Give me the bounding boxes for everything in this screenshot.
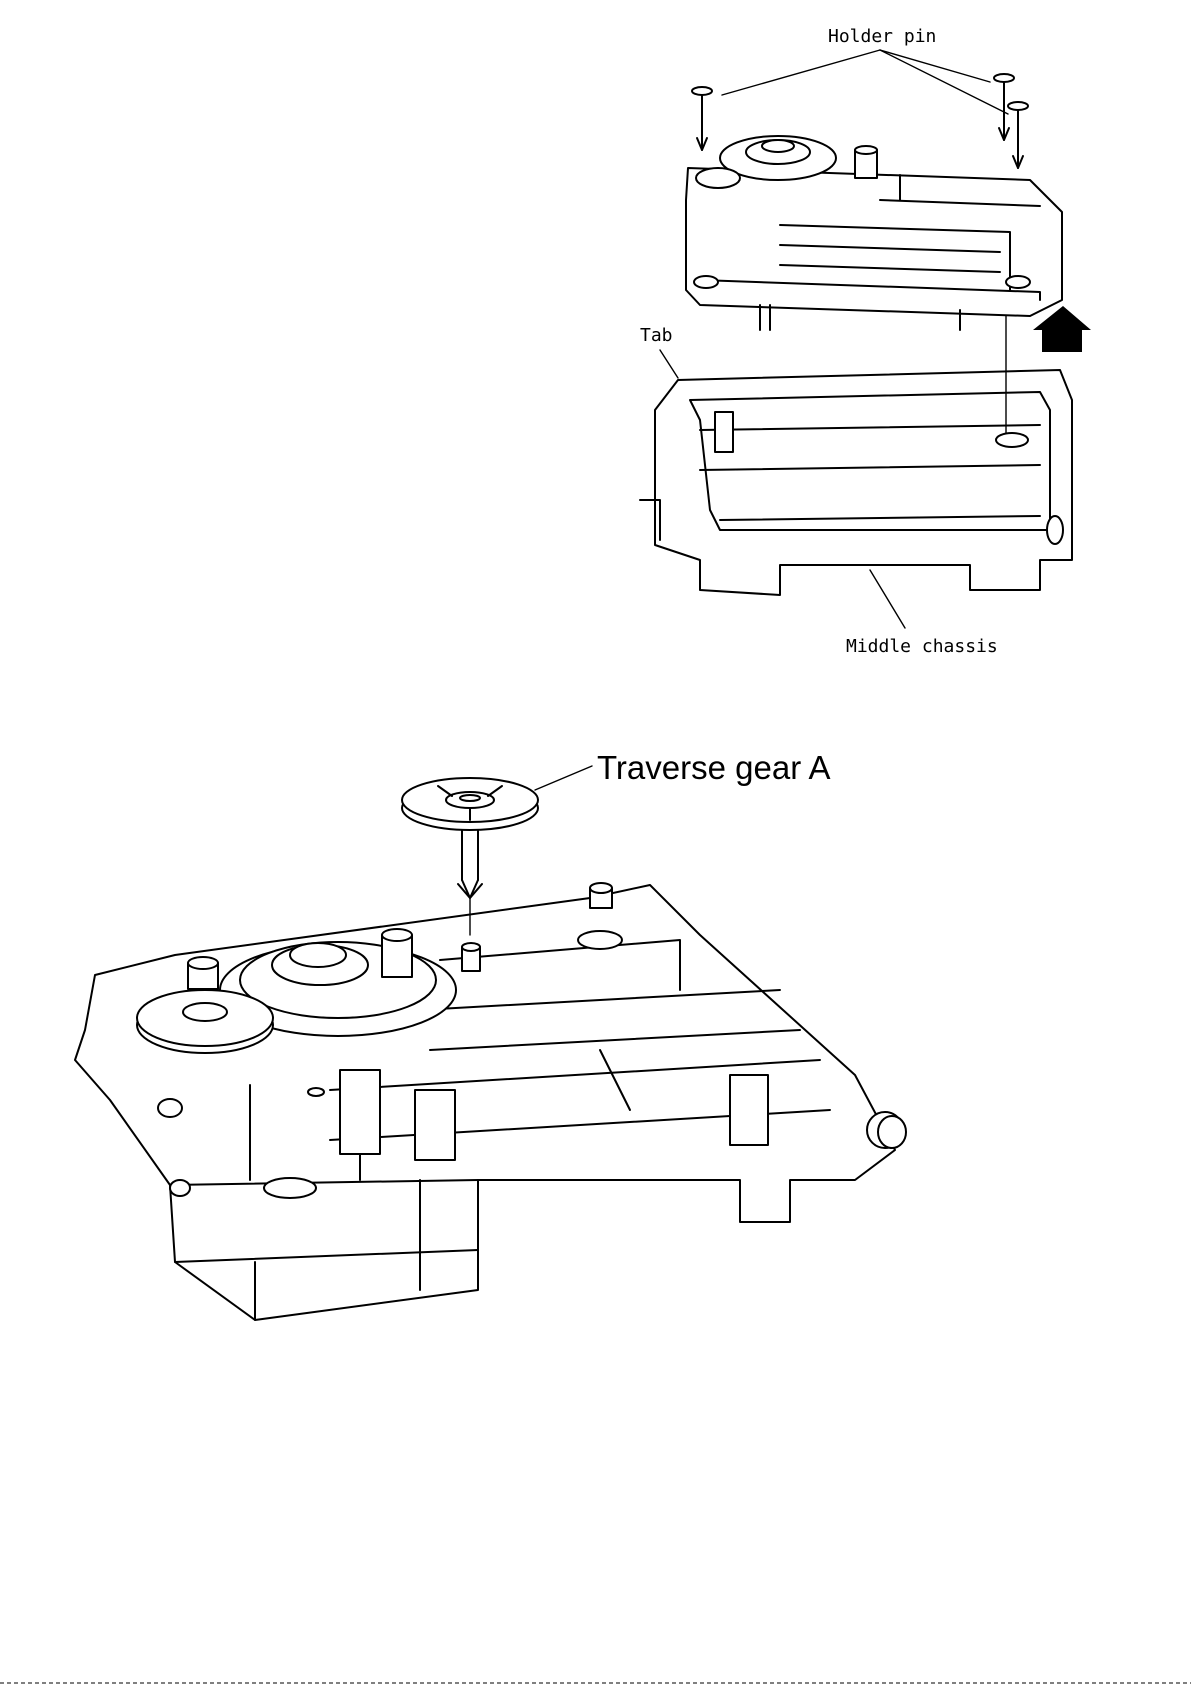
traverse-gear-a [402,778,538,935]
tab-leader [660,350,678,378]
traverse-gear-leader [535,766,592,790]
holder-pin [1008,102,1028,168]
holder-pin [692,87,712,150]
middle-chassis-label: Middle chassis [846,636,998,657]
bottom-figure: Traverse gear A [75,749,906,1320]
tab-label: Tab [640,325,673,346]
middle-chassis [640,370,1072,595]
traverse-unit [686,136,1062,330]
top-figure: Holder pin [640,26,1091,657]
holder-pin-label: Holder pin [828,26,936,47]
base-unit [75,883,906,1320]
holder-pin-leaders [722,50,1008,114]
traverse-gear-label: Traverse gear A [597,749,831,786]
middle-chassis-leader [870,570,905,628]
